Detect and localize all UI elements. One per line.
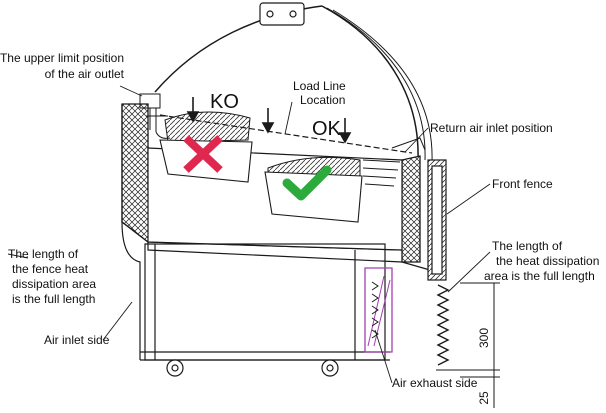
dimension-300: 300 xyxy=(477,328,491,348)
label-ko: KO xyxy=(210,91,239,113)
exhaust-panel xyxy=(364,267,393,353)
base-cabinet xyxy=(121,221,390,361)
dimension-lines xyxy=(460,282,500,408)
label-load-line-2: Location xyxy=(300,93,345,107)
caster-wheels xyxy=(166,359,339,377)
label-fence-heat-3: dissipation area xyxy=(12,277,96,291)
front-fence xyxy=(427,159,447,281)
load-arrows xyxy=(186,97,352,144)
dimension-25: 25 xyxy=(477,391,491,405)
check-icon xyxy=(282,165,332,201)
label-upper-limit-2: of the air outlet xyxy=(45,67,125,81)
cross-icon xyxy=(183,135,223,173)
label-air-exhaust-side: Air exhaust side xyxy=(392,376,478,390)
label-fence-heat-4: is the full length xyxy=(12,292,95,306)
label-heat-diss-3: area is the full length xyxy=(484,269,595,283)
label-load-line-1: Load Line xyxy=(293,79,346,93)
label-upper-limit-1: The upper limit position xyxy=(0,51,124,65)
left-tray xyxy=(159,111,253,183)
leader-lines xyxy=(7,85,491,384)
label-heat-diss-1: The length of xyxy=(492,239,563,253)
label-return-air: Return air inlet position xyxy=(430,121,553,135)
load-line xyxy=(159,114,413,154)
return-air-grill xyxy=(362,137,426,187)
label-fence-heat-1: The length of xyxy=(8,247,79,261)
label-heat-diss-2: the heat dissipation xyxy=(496,254,599,268)
label-fence-heat-2: the fence heat xyxy=(12,262,89,276)
heat-dissipation-zigzag xyxy=(436,284,450,366)
label-front-fence: Front fence xyxy=(492,177,553,191)
label-ok: OK xyxy=(312,118,342,140)
label-air-inlet-side: Air inlet side xyxy=(44,333,110,347)
top-handle xyxy=(259,2,305,26)
